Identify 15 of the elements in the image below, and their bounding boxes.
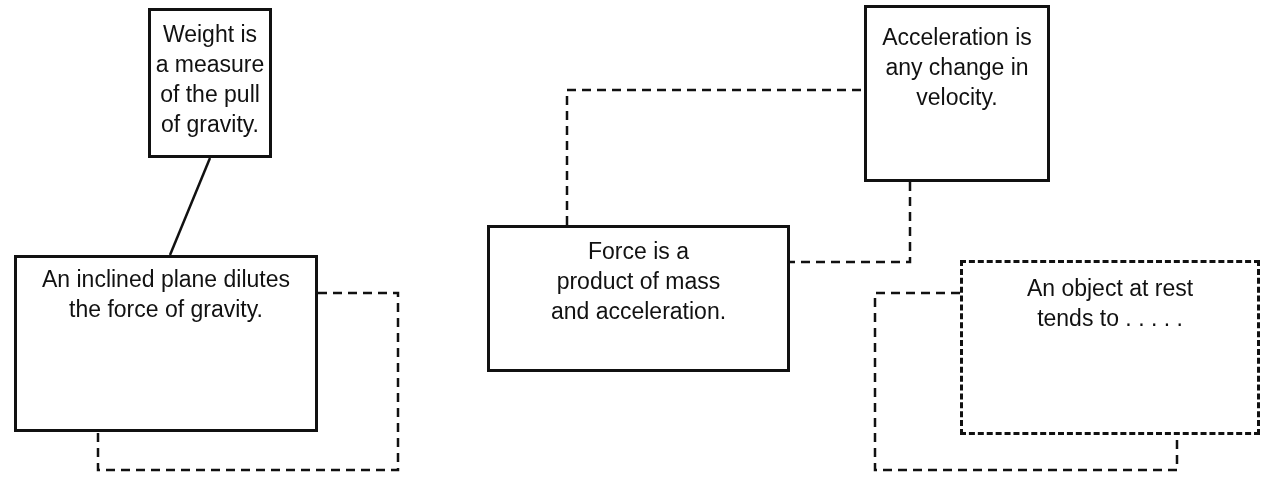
- concept-text: An inclined plane dilutes the force of gravity.: [40, 265, 292, 324]
- concept-text: Force is a product of mass and acceleration.: [550, 237, 727, 326]
- concept-box: [148, 8, 272, 158]
- dashed-connector: [96, 291, 400, 472]
- dashed-concept-box: [960, 260, 1260, 435]
- dashed-connector: [873, 291, 1179, 472]
- concept-text: An object at rest tends to . . . . .: [1025, 274, 1195, 333]
- dashed-connector: [790, 182, 912, 264]
- concept-text: Acceleration is any change in velocity.: [881, 23, 1033, 112]
- concept-box: [487, 225, 790, 372]
- concept-box: [864, 5, 1050, 182]
- connector-line: [168, 157, 212, 256]
- dashed-connector: [565, 88, 864, 225]
- concept-box: [14, 255, 318, 432]
- concept-text: Weight is a measure of the pull of gravity.: [155, 20, 265, 139]
